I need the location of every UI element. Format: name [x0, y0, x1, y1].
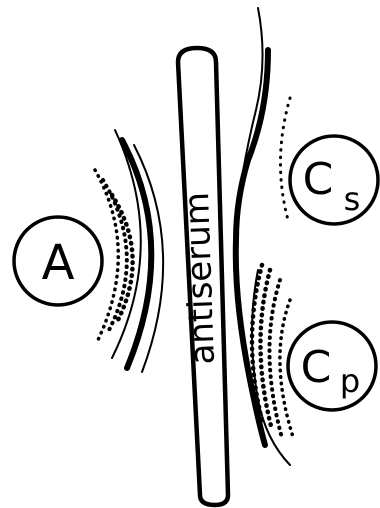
well-cs: C s [290, 136, 378, 224]
well-cs-subscript: s [344, 180, 361, 218]
well-cs-label: C [303, 154, 334, 205]
well-cp: C p [288, 322, 376, 410]
dots-cs-1 [280, 98, 290, 220]
dots-a-3 [112, 195, 133, 320]
arc-c-lower-thin [252, 270, 290, 465]
antiserum-trough: antiserum [177, 48, 228, 505]
well-a: A [14, 217, 102, 305]
dotted-zone-cp [252, 265, 294, 440]
dotted-zone-cs [280, 98, 290, 220]
well-cp-label: C [301, 342, 332, 393]
arc-c-top-thin [240, 8, 263, 190]
well-cp-subscript: p [340, 362, 360, 400]
well-a-label: A [42, 235, 75, 291]
antiserum-label: antiserum [177, 192, 223, 366]
